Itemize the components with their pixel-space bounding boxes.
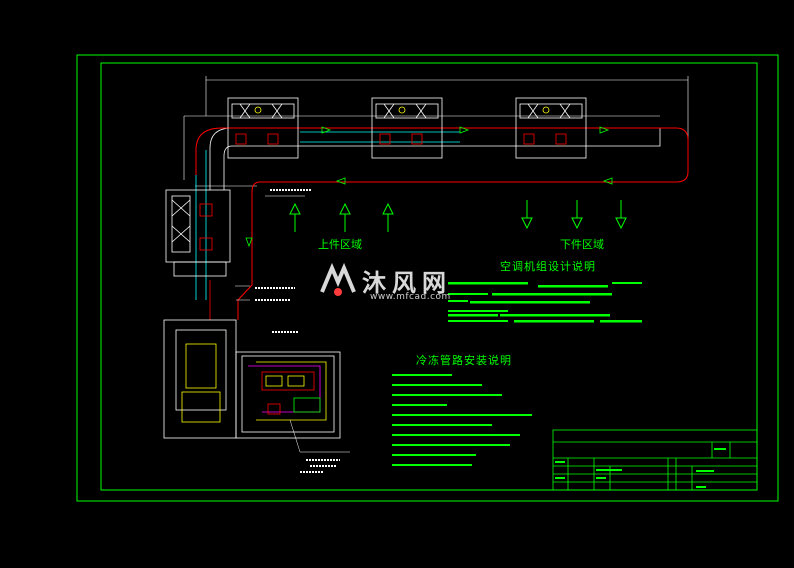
- ahu-unit-side: [165, 189, 231, 277]
- zone-upper-label: 上件区域: [318, 238, 362, 251]
- note-line: [392, 403, 447, 407]
- ahu-design-title: 空调机组设计说明: [500, 260, 596, 273]
- watermark-brand: 沐风网: [362, 269, 452, 297]
- note-line: [392, 433, 520, 437]
- arrow-up-icon: [289, 202, 394, 232]
- outer-frame: [76, 54, 779, 502]
- note-line: [392, 423, 492, 427]
- small-annotation-marks: [255, 189, 340, 473]
- arrow-down-icon: [521, 200, 627, 230]
- title-block-text-marks: [555, 448, 726, 488]
- flow-arrow-icon: [245, 126, 613, 248]
- guide-lines: [183, 115, 660, 197]
- red-return-duct: [195, 127, 689, 320]
- ahu-unit-3: [515, 97, 587, 159]
- pipe-install-title: 冷冻管路安装说明: [416, 354, 512, 367]
- top-dimension-line: [205, 76, 689, 146]
- note-line: [392, 383, 482, 387]
- zone-lower-label: 下件区域: [560, 238, 604, 251]
- note-line: [392, 453, 476, 457]
- ahu-unit-2: [371, 97, 443, 159]
- main-supply-duct: [209, 127, 661, 190]
- ahu-spec-lines: [448, 282, 642, 323]
- inner-frame: [100, 62, 758, 491]
- note-line: [392, 374, 452, 377]
- note-line: [392, 463, 472, 467]
- machine-room-plan: [163, 319, 341, 439]
- note-line: [392, 393, 502, 397]
- ahu-unit-1: [227, 97, 299, 159]
- note-line: [392, 443, 510, 447]
- watermark-url: www.mfcad.com: [370, 292, 451, 302]
- title-block: [552, 429, 758, 491]
- note-line: [392, 413, 532, 417]
- chiller-piping: [248, 361, 327, 421]
- leader-lines: [235, 285, 350, 453]
- pipe-install-notes: [392, 374, 532, 474]
- watermark-logo-icon: [320, 262, 356, 296]
